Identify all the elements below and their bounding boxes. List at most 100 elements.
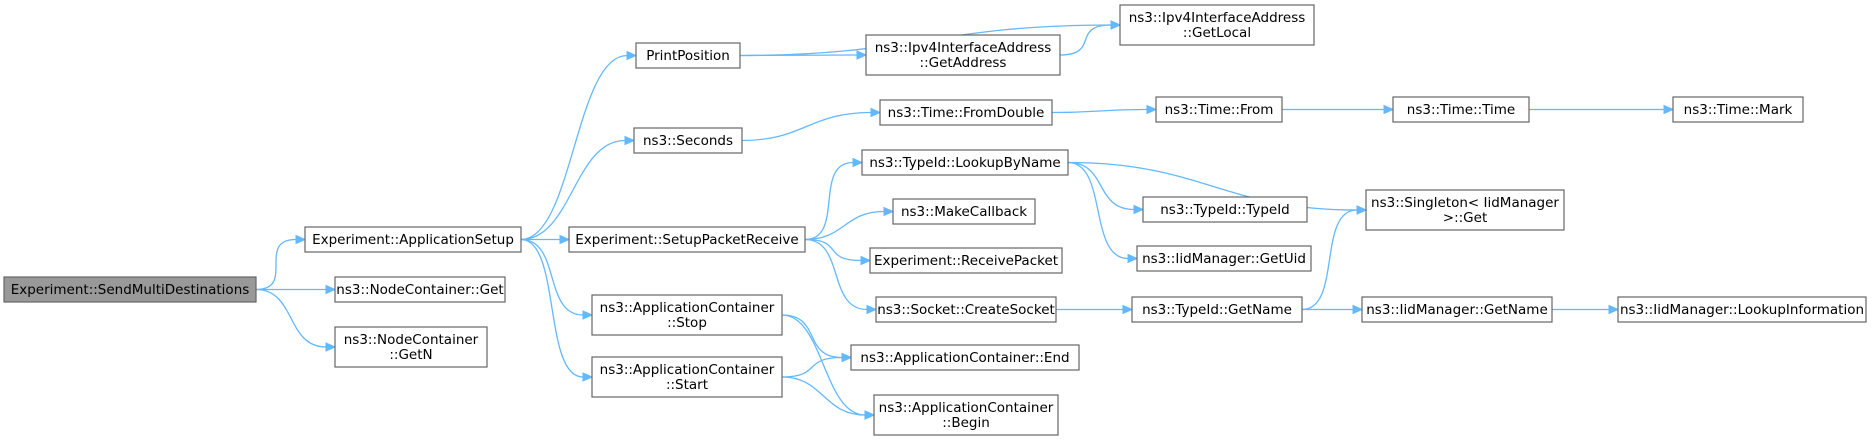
node-label: ns3::Time::From — [1165, 102, 1274, 118]
node-singleton_get[interactable]: ns3::Singleton< IidManager>::Get — [1365, 189, 1565, 231]
edge-line — [804, 238, 862, 262]
arrowhead — [624, 135, 636, 146]
node-typeid_getname[interactable]: ns3::TypeId::GetName — [1131, 296, 1303, 323]
edge-line — [255, 288, 327, 348]
node-time_from[interactable]: ns3::Time::From — [1155, 96, 1283, 123]
node-box — [850, 344, 1080, 371]
node-label: ns3::ApplicationContainer::End — [860, 350, 1069, 366]
edge-ac_stop-to-ac_end — [781, 314, 853, 363]
edge-app_setup-to-ac_start — [520, 238, 594, 382]
node-typeid_lookup[interactable]: ns3::TypeId::LookupByName — [861, 149, 1069, 176]
node-label: ::GetAddress — [920, 55, 1007, 71]
edge-line — [520, 238, 584, 378]
node-ipv4_getaddr[interactable]: ns3::Ipv4InterfaceAddress::GetAddress — [865, 34, 1061, 76]
node-label: ns3::Ipv4InterfaceAddress — [1129, 10, 1306, 26]
edge-iid_getname-to-iid_lookupinfo — [1552, 304, 1620, 315]
edge-line — [739, 54, 858, 57]
edge-line — [1067, 161, 1358, 211]
node-ac_end[interactable]: ns3::ApplicationContainer::End — [850, 344, 1080, 371]
node-time_mark[interactable]: ns3::Time::Mark — [1672, 96, 1804, 123]
node-box — [633, 127, 743, 154]
edge-ipv4_getaddr-to-ipv4_getlocal — [1059, 20, 1122, 56]
arrowhead — [295, 234, 307, 245]
edge-ac_start-to-ac_begin — [781, 376, 876, 420]
node-label: ::Begin — [942, 415, 990, 431]
arrowhead — [1146, 104, 1158, 115]
node-label: Experiment::ApplicationSetup — [312, 232, 514, 248]
edge-line — [1051, 108, 1148, 114]
node-box — [1617, 296, 1867, 323]
node-iid_getname[interactable]: ns3::IidManager::GetName — [1361, 296, 1553, 323]
edge-line — [1059, 24, 1112, 56]
node-label: ns3::Time::Mark — [1684, 102, 1793, 118]
arrowhead — [866, 304, 878, 315]
node-box — [304, 226, 522, 253]
node-make_callback[interactable]: ns3::MakeCallback — [892, 198, 1036, 225]
node-label: ns3::IidManager::GetUid — [1142, 251, 1306, 267]
node-label: Experiment::SetupPacketReceive — [575, 232, 798, 248]
node-seconds[interactable]: ns3::Seconds — [633, 127, 743, 154]
node-label: ns3::Time::FromDouble — [888, 105, 1045, 121]
node-iid_getuid[interactable]: ns3::IidManager::GetUid — [1136, 245, 1312, 272]
edge-line — [804, 161, 854, 241]
edge-setup_recv-to-recv_packet — [804, 238, 872, 266]
edge-line — [520, 54, 628, 241]
arrowhead — [864, 410, 876, 420]
edge-app_setup-to-ac_stop — [520, 238, 594, 320]
node-ipv4_getlocal[interactable]: ns3::Ipv4InterfaceAddress::GetLocal — [1119, 4, 1315, 46]
node-label: ns3::MakeCallback — [901, 204, 1027, 220]
edge-ac_start-to-ac_end — [781, 352, 853, 378]
node-ac_begin[interactable]: ns3::ApplicationContainer::Begin — [873, 394, 1059, 436]
arrowhead — [1127, 253, 1139, 264]
edge-typeid_lookup-to-iid_getuid — [1067, 161, 1139, 264]
node-label: PrintPosition — [646, 48, 730, 64]
arrowhead — [870, 107, 882, 118]
node-label: ::GetN — [389, 347, 432, 363]
node-socket_create[interactable]: ns3::Socket::CreateSocket — [875, 296, 1057, 323]
edge-line — [1301, 209, 1358, 311]
edge-line — [1067, 161, 1129, 260]
node-nc_get[interactable]: ns3::NodeContainer::Get — [334, 276, 506, 303]
node-box — [591, 294, 783, 336]
edge-line — [520, 139, 626, 241]
edge-seconds-to-time_fromdouble — [741, 107, 882, 142]
edge-socket_create-to-typeid_getname — [1056, 304, 1134, 315]
node-time_time[interactable]: ns3::Time::Time — [1392, 96, 1530, 123]
node-box — [1142, 196, 1308, 223]
edge-line — [741, 111, 872, 142]
arrowhead — [883, 206, 895, 217]
node-box — [635, 42, 741, 69]
arrowhead — [1352, 304, 1364, 315]
node-setup_recv[interactable]: Experiment::SetupPacketReceive — [568, 226, 806, 253]
edge-time_fromdouble-to-time_from — [1051, 104, 1158, 115]
node-time_fromdouble[interactable]: ns3::Time::FromDouble — [879, 99, 1053, 126]
node-app_setup[interactable]: Experiment::ApplicationSetup — [304, 226, 522, 253]
node-send_multi[interactable]: Experiment::SendMultiDestinations — [3, 276, 257, 303]
node-label: >::Get — [1443, 210, 1487, 226]
node-recv_packet[interactable]: Experiment::ReceivePacket — [869, 247, 1063, 274]
edge-line — [781, 376, 866, 416]
node-nc_getn[interactable]: ns3::NodeContainer::GetN — [334, 326, 488, 368]
node-ac_start[interactable]: ns3::ApplicationContainer::Start — [591, 356, 783, 398]
edge-send_multi-to-nc_getn — [255, 288, 337, 352]
node-label: ns3::TypeId::TypeId — [1160, 202, 1290, 218]
node-label: ::Start — [666, 377, 708, 393]
node-label: ns3::IidManager::LookupInformation — [1620, 302, 1864, 318]
node-box — [1361, 296, 1553, 323]
node-ac_stop[interactable]: ns3::ApplicationContainer::Stop — [591, 294, 783, 336]
node-print_pos[interactable]: PrintPosition — [635, 42, 741, 69]
arrowhead — [1122, 304, 1134, 315]
node-box — [1155, 96, 1283, 123]
arrowhead — [325, 284, 337, 295]
edge-app_setup-to-seconds — [520, 135, 636, 241]
node-iid_lookupinfo[interactable]: ns3::IidManager::LookupInformation — [1617, 296, 1867, 323]
node-typeid_typeid[interactable]: ns3::TypeId::TypeId — [1142, 196, 1308, 223]
node-label: ns3::ApplicationContainer — [600, 362, 775, 378]
edge-typeid_getname-to-singleton_get — [1301, 205, 1368, 311]
node-box — [875, 296, 1057, 323]
arrowhead — [1608, 304, 1620, 315]
node-box — [3, 276, 257, 303]
edge-line — [781, 314, 843, 359]
edge-send_multi-to-nc_get — [256, 284, 337, 295]
edge-line — [255, 238, 297, 291]
